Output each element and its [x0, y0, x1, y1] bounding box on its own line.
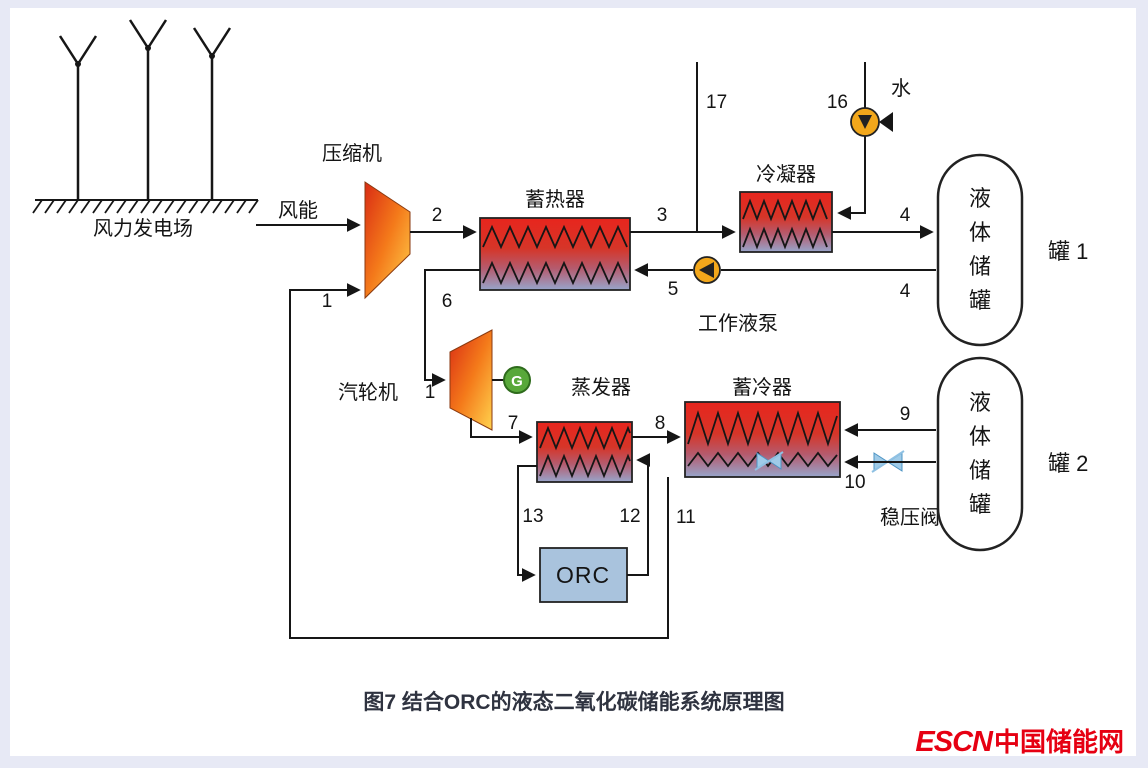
- generator-symbol: [503, 366, 531, 394]
- heat-exchanger-coil: [687, 410, 838, 447]
- pipe-orc-out-12: [627, 453, 651, 576]
- stream-12: 12: [619, 506, 640, 527]
- orc-body: [539, 547, 628, 603]
- stream-1-turbine: 1: [425, 382, 436, 403]
- tank2-text: 体: [969, 424, 991, 449]
- stream-1-compressor: 1: [322, 291, 333, 312]
- heat-exchanger-coil: [539, 453, 631, 479]
- wind-turbine-blades: [192, 27, 232, 57]
- pipe-return-11-to-1: [289, 283, 669, 639]
- stream-4-bottom: 4: [900, 281, 911, 302]
- tank1-text: 罐: [969, 288, 991, 313]
- heat-storage-label: 蓄热器: [525, 188, 585, 211]
- water-pump-motor: [879, 112, 893, 132]
- figure-caption: 图7 结合ORC的液态二氧化碳储能系统原理图: [363, 691, 785, 714]
- wind-turbine-hub: [75, 61, 81, 67]
- tank1-text: 储: [969, 254, 991, 279]
- escn-logo-cn: 中国储能网: [993, 727, 1124, 757]
- escn-logo-en: ESCN: [915, 726, 993, 758]
- heat-storage-body: [479, 217, 631, 291]
- wind-turbine-hub: [209, 53, 215, 59]
- tank1-name: 罐 1: [1048, 239, 1088, 264]
- heat-exchanger-coil: [539, 425, 631, 451]
- compressor-label: 压缩机: [322, 142, 382, 165]
- orc-label: ORC: [556, 562, 610, 588]
- pipe-water-to-condenser: [837, 136, 866, 220]
- water-pump-impeller: [858, 115, 872, 129]
- stream-8: 8: [655, 413, 666, 434]
- heat-storage: 蓄热器: [479, 188, 631, 291]
- tank2-text: 罐: [969, 492, 991, 517]
- stream-numbers: 1 1 2 3 4 4 5 6 7 8 9 10 11 12 13 16 17: [322, 92, 911, 528]
- tank1-text: 体: [969, 220, 991, 245]
- wind-turbine-blades: [58, 35, 98, 65]
- cold-storage: 蓄冷器: [684, 376, 841, 478]
- escn-logo: ESCN中国储能网: [915, 722, 1124, 759]
- tank2-body: [936, 356, 1024, 552]
- working-pump-label: 工作液泵: [698, 312, 778, 335]
- tank2-text: 储: [969, 458, 991, 483]
- stream-4-top: 4: [900, 205, 911, 226]
- pressure-valve-label: 稳压阀: [880, 506, 940, 529]
- compressor-body: [364, 181, 411, 300]
- stream-2: 2: [432, 205, 443, 226]
- tank2-name: 罐 2: [1048, 451, 1088, 476]
- compressor: 压缩机: [322, 142, 411, 300]
- liquid-tank-2: 液 体 储 罐 罐 2: [936, 356, 1088, 552]
- stream-13: 13: [522, 506, 543, 527]
- wind-turbine-hub: [145, 45, 151, 51]
- stream-3: 3: [657, 205, 668, 226]
- condenser-label: 冷凝器: [756, 163, 816, 186]
- working-fluid-pump: 工作液泵: [693, 256, 778, 335]
- evaporator-body: [536, 421, 633, 483]
- tank1-body: [936, 153, 1024, 347]
- stream-5: 5: [668, 279, 679, 300]
- stream-6: 6: [442, 291, 453, 312]
- liquid-tank-1: 液 体 储 罐 罐 1: [936, 153, 1088, 347]
- turbine: 汽轮机 G: [338, 329, 531, 431]
- evaporator: 蒸发器: [536, 376, 633, 483]
- system-diagram: 风力发电场 风能 压缩机 蓄热器 冷凝器: [32, 19, 1088, 639]
- stream-11: 11: [676, 507, 696, 528]
- stream-16: 16: [827, 92, 848, 113]
- heat-exchanger-coil: [742, 198, 828, 222]
- turbine-label: 汽轮机: [338, 381, 398, 404]
- wind-turbine-blades: [128, 19, 168, 49]
- condenser: 冷凝器: [739, 163, 833, 253]
- pipe-stream-7: [470, 418, 533, 444]
- wind-energy-label: 风能: [278, 199, 318, 222]
- stream-7: 7: [508, 413, 519, 434]
- heat-exchanger-coil: [742, 226, 828, 250]
- orc-unit: ORC: [539, 547, 628, 603]
- water-label: 水: [891, 77, 911, 100]
- stream-10: 10: [844, 472, 865, 493]
- turbine-body: [449, 329, 493, 431]
- evaporator-label: 蒸发器: [571, 376, 631, 399]
- heat-exchanger-coil: [482, 260, 628, 286]
- stream-17: 17: [706, 92, 727, 113]
- pipe-orc-in-13: [517, 465, 537, 582]
- generator-label: G: [511, 373, 523, 390]
- cold-storage-valve-mark: [754, 451, 784, 471]
- pipe-stream-6: [424, 269, 480, 387]
- stream-9: 9: [900, 404, 911, 425]
- tank2-text: 液: [969, 390, 991, 415]
- working-pump-impeller: [699, 262, 714, 278]
- ground-hatching: [32, 199, 259, 214]
- wind-farm-label: 风力发电场: [93, 217, 193, 240]
- tank1-text: 液: [969, 186, 991, 211]
- wind-farm: 风力发电场 风能: [32, 19, 361, 240]
- cold-storage-label: 蓄冷器: [732, 376, 792, 399]
- water-pump: 水: [837, 62, 911, 220]
- heat-exchanger-coil: [482, 224, 628, 250]
- pipes: [289, 62, 936, 639]
